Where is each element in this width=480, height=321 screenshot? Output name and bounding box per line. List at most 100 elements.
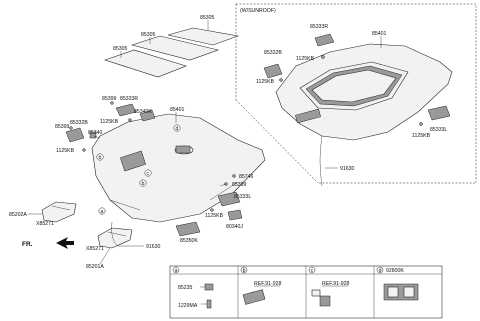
label-X85271-a: X85271 <box>36 221 54 227</box>
label-85201A: 85201A <box>86 264 104 270</box>
label-91630-sunroof: 91630 <box>340 166 355 172</box>
callout-d-main-letter: d <box>176 126 179 132</box>
headliner-sunroof <box>275 36 453 187</box>
sunroof-clip-1125KB-1 <box>321 55 325 59</box>
wiring-91630 <box>111 221 136 247</box>
label-85340: 85340 <box>88 130 103 136</box>
legend-a-part2: 1229MA <box>178 303 198 309</box>
label-1125KB-sunroof-1: 1125KB <box>296 56 315 62</box>
label-X85271-b: X85271 <box>86 246 104 252</box>
legend-c-connector <box>311 289 321 297</box>
legend-b-ref: REF.91-928 <box>254 281 282 287</box>
clip-85399-b <box>69 126 73 130</box>
legend-callout-a <box>172 266 180 274</box>
legend-callout-d <box>376 266 384 274</box>
label-85401-main: 85401 <box>170 107 185 113</box>
label-85333L-sunroof: 85333L <box>430 127 447 133</box>
label-85202A: 85202A <box>9 212 27 218</box>
label-1125KB-a: 1125KB <box>100 119 119 125</box>
legend-d-title: d <box>379 268 382 274</box>
label-85305-a: 85305 <box>200 15 215 21</box>
legend-a-connector <box>204 283 214 291</box>
pad-85305-top <box>167 27 240 46</box>
sunroof-note-label: (W/SUNROOF) <box>240 8 276 14</box>
callout-a-main-letter: a <box>101 209 104 215</box>
callout-b-main <box>96 153 104 161</box>
callout-d-main <box>173 124 181 132</box>
clip-1125KB-b <box>82 148 86 152</box>
legend-d-lamp-left <box>387 286 399 298</box>
label-85333L: 85333L <box>234 194 251 200</box>
legend-d-part: 92800K <box>386 268 404 274</box>
legend-b-lamp <box>242 289 266 305</box>
pad-85305-low <box>104 49 187 78</box>
part-85332B <box>65 127 85 143</box>
sunroof-clip-1125KB-3 <box>419 122 423 126</box>
sunroof-inset-diagonal <box>235 99 319 184</box>
legend-a-title: a <box>175 268 178 274</box>
callout-b-main-2-letter: b <box>142 181 145 187</box>
legend-d-lamp-right <box>403 286 415 298</box>
sunroof-part-85333L <box>427 105 451 121</box>
label-85399-a: 85399 <box>102 96 117 102</box>
legend-c-module <box>319 295 331 307</box>
legend-callout-b <box>240 266 248 274</box>
part-80340J <box>227 209 243 221</box>
label-1125KB-sunroof-3: 1125KB <box>412 133 431 139</box>
label-85333R-sunroof: 85333R <box>310 24 328 30</box>
clip-1125KB-c <box>210 208 214 212</box>
label-80340J: 80340J <box>226 224 243 230</box>
legend-c-title: c <box>311 268 314 274</box>
clip-85399-a <box>110 101 114 105</box>
legend-a-bulb <box>206 299 212 309</box>
callout-b-main-2 <box>139 179 147 187</box>
label-85401-sunroof: 85401 <box>372 31 387 37</box>
label-85305-b: 85305 <box>141 32 156 38</box>
label-85332B: 85332B <box>70 120 88 126</box>
clip-85746 <box>232 174 236 178</box>
label-85305-c: 85305 <box>113 46 128 52</box>
legend-b-title: b <box>243 268 246 274</box>
label-1125KB-c: 1125KB <box>205 213 224 219</box>
callout-c-main <box>144 169 152 177</box>
sunroof-part-85332B <box>263 63 283 79</box>
label-85350K: 85350K <box>180 238 198 244</box>
pad-85305-mid <box>130 35 220 61</box>
label-85333R: 85333R <box>120 96 138 102</box>
callout-a-main <box>98 207 106 215</box>
label-85399-b: 85399 <box>55 124 70 130</box>
legend-callout-c <box>308 266 316 274</box>
front-arrow-icon <box>56 237 74 249</box>
sunroof-console-recess <box>295 108 321 124</box>
sunvisor-85201A <box>97 227 133 249</box>
legend-a-part1: 85235 <box>178 285 193 291</box>
label-1125KB-b: 1125KB <box>56 148 75 154</box>
sunvisor-right-body <box>97 227 133 249</box>
headliner-main-console-recess <box>120 150 146 172</box>
part-85350K <box>175 221 201 237</box>
part-85333R <box>115 103 137 117</box>
label-85332B-sunroof: 85332B <box>264 50 282 56</box>
sunroof-part-85333R <box>314 33 335 47</box>
front-label: FR. <box>22 241 33 248</box>
clip-1125KB-a <box>128 118 132 122</box>
headliner-main-lamp <box>175 145 191 154</box>
sunvisor-left-body <box>41 201 77 223</box>
sunroof-inset-border <box>236 3 477 184</box>
label-85340K: 85340K <box>134 109 152 115</box>
part-85340 <box>89 131 97 139</box>
legend-table <box>169 265 443 319</box>
callout-b-main-letter: b <box>99 155 102 161</box>
part-85340K <box>139 109 156 122</box>
label-1125KB-sunroof-2: 1125KB <box>256 79 275 85</box>
pad-85305-group <box>104 20 240 78</box>
label-85746: 85746 <box>239 174 254 180</box>
sunroof-glass-inner <box>311 69 397 103</box>
legend-c-ref: REF.91-928 <box>322 281 350 287</box>
label-91630: 91630 <box>146 244 161 250</box>
part-85333L <box>217 191 241 207</box>
sunroof-clip-1125KB-2 <box>279 78 283 82</box>
callout-c-main-letter: c <box>147 171 150 177</box>
sunvisor-85202A <box>41 201 77 223</box>
